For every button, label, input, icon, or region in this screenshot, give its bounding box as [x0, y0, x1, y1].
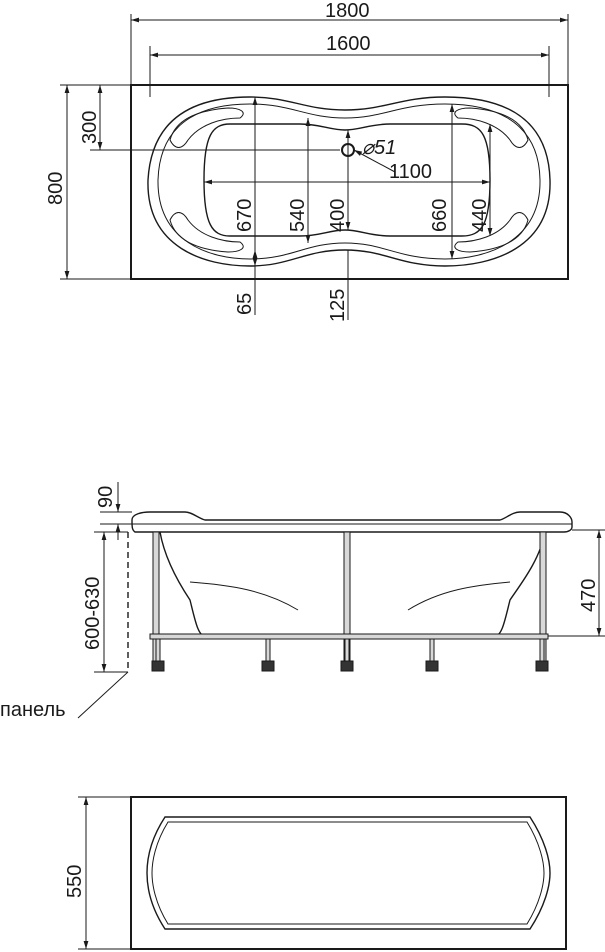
headrest-left-lower: [169, 212, 244, 253]
dim-bottom-length: 1100: [389, 161, 432, 183]
dim-width-e: 440: [469, 199, 491, 232]
end-view-bowl: [146, 816, 551, 930]
headrest-right-lower: [454, 212, 529, 253]
bowl-bottom: [203, 123, 491, 237]
feet: [151, 638, 549, 672]
dim-width-a: 670: [234, 199, 256, 232]
dim-width-b: 540: [287, 199, 309, 232]
headrest-right-upper: [454, 107, 529, 148]
support-frame: [149, 633, 549, 640]
top-view-outline: [130, 84, 569, 280]
bowl-inner-ridge: [157, 103, 541, 260]
side-view: панель 90 600-630 470: [0, 482, 605, 721]
end-view-outline: [130, 796, 567, 950]
dim-offset-b: 125: [327, 289, 349, 322]
dim-inner-height: 470: [578, 579, 600, 612]
dim-end-width: 550: [64, 865, 86, 898]
headrest-left-upper: [169, 107, 244, 148]
dim-height-range: 600-630: [82, 577, 104, 650]
dim-drain-diameter: ⌀51: [362, 137, 396, 159]
tub-rim: [131, 511, 573, 533]
dim-rim: 90: [95, 486, 117, 508]
dim-drain-offset: 300: [79, 111, 101, 144]
dim-total-length: 1800: [325, 0, 370, 22]
dim-width-c: 400: [327, 199, 349, 232]
end-view: 550: [64, 796, 567, 950]
panel-label: панель: [0, 699, 66, 721]
top-view: 1800 1600 800 300 ⌀51 1100 670 65 540 40…: [45, 0, 569, 322]
dim-width-d: 660: [429, 199, 451, 232]
dim-inner-length: 1600: [326, 33, 371, 55]
bowl-outer-rim: [147, 96, 551, 267]
dim-offset-a: 65: [234, 293, 256, 315]
dim-depth: 800: [45, 172, 67, 205]
